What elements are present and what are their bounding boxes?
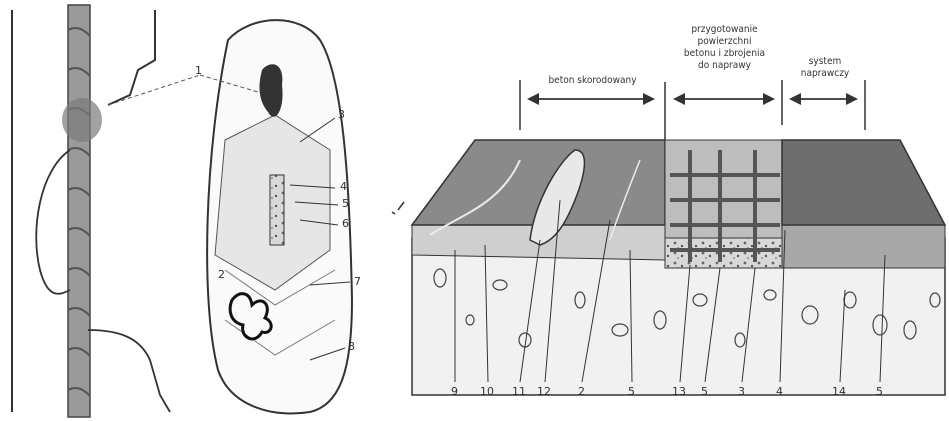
bottom-callout: 9 — [451, 385, 458, 398]
header-prep-line-3: betonu i zbrojenia — [668, 48, 781, 60]
bottom-callout: 5 — [876, 385, 883, 398]
header-surface-preparation: przygotowanie powierzchni betonu i zbroj… — [668, 24, 781, 72]
bottom-callout: 5 — [628, 385, 635, 398]
left-callout: 5 — [342, 197, 349, 210]
section-cross-view — [108, 20, 404, 413]
bottom-callout: 13 — [672, 385, 686, 398]
concrete-slab — [412, 140, 945, 395]
bottom-callout: 3 — [738, 385, 745, 398]
left-callout: 7 — [354, 275, 361, 288]
bottom-callout: 12 — [537, 385, 551, 398]
left-callout: 6 — [342, 217, 349, 230]
bottom-callout: 2 — [578, 385, 585, 398]
header-system-line-2: naprawczy — [794, 68, 857, 80]
header-repair-system: system naprawczy — [794, 56, 857, 80]
bottom-callout: 4 — [776, 385, 783, 398]
left-callout: 3 — [338, 108, 345, 121]
header-system-line-1: system — [794, 56, 857, 68]
header-prep-line-1: przygotowanie — [668, 24, 781, 36]
left-callout: 4 — [340, 180, 347, 193]
left-callout: 2 — [218, 268, 225, 281]
header-prep-line-2: powierzchni — [668, 36, 781, 48]
left-callout: 8 — [348, 340, 355, 353]
left-callout: 1 — [195, 64, 202, 77]
bottom-callout: 14 — [832, 385, 846, 398]
header-corroded-label: beton skorodowany — [536, 75, 649, 87]
bottom-callout: 11 — [512, 385, 526, 398]
header-prep-line-4: do naprawy — [668, 60, 781, 72]
bottom-callout: 5 — [701, 385, 708, 398]
rebar-illustration — [12, 5, 170, 417]
header-corroded-concrete: beton skorodowany — [536, 75, 649, 87]
bottom-callout: 10 — [480, 385, 494, 398]
